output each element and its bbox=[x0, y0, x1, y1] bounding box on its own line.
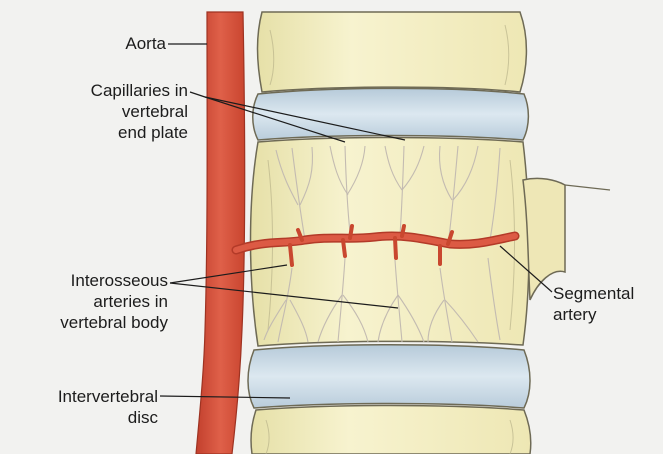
lower-intervertebral-disc bbox=[248, 345, 530, 408]
aorta-label: Aorta bbox=[20, 33, 166, 54]
intervertebral-disc-label: Intervertebral disc bbox=[2, 386, 158, 428]
aorta bbox=[196, 12, 245, 454]
upper-intervertebral-disc bbox=[253, 88, 529, 140]
pedicle bbox=[523, 178, 565, 300]
segmental-artery-label: Segmental artery bbox=[553, 283, 661, 325]
capillaries-label: Capillaries in vertebral end plate bbox=[10, 80, 188, 143]
lower-vertebral-body bbox=[251, 406, 531, 454]
interosseous-label: Interosseous arteries in vertebral body bbox=[2, 270, 168, 333]
upper-vertebral-body bbox=[258, 12, 527, 92]
